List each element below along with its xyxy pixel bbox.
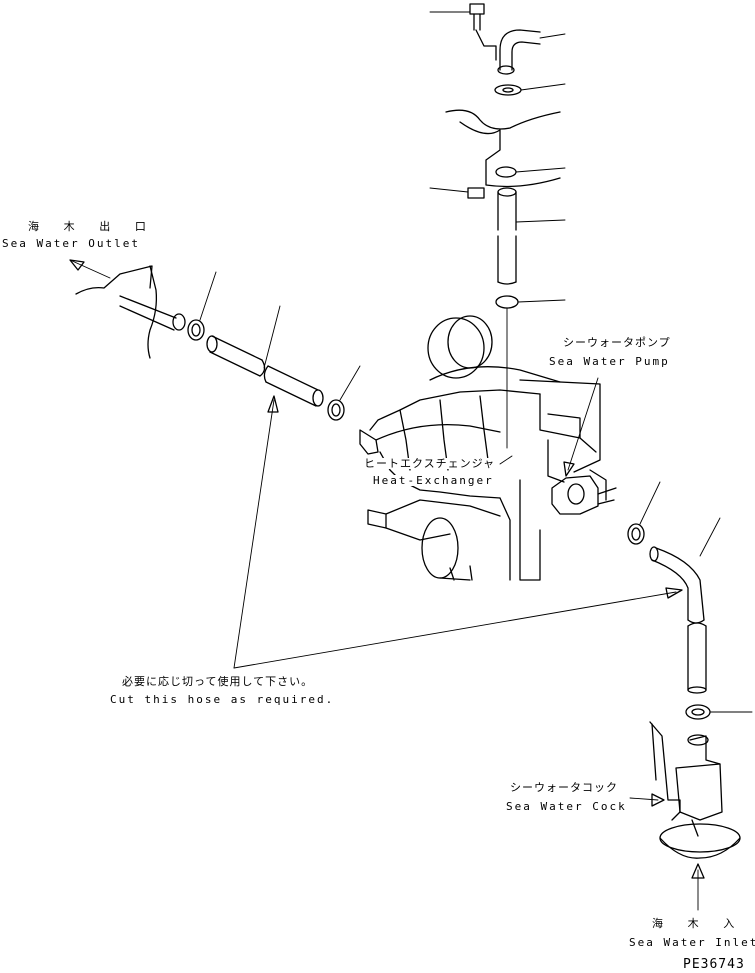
- inlet-arrow: [691, 863, 705, 911]
- mount-bracket: [459, 121, 561, 188]
- cut-hose: [206, 305, 324, 407]
- exchanger-leader: [499, 455, 513, 465]
- engine: [359, 315, 607, 581]
- small-clamp-upper: [495, 166, 566, 178]
- nut: [429, 187, 485, 199]
- outlet-clamp-2: [327, 365, 361, 421]
- pump-leader: [563, 377, 599, 477]
- cock-leader: [629, 793, 665, 807]
- sea-water-cock: [649, 721, 741, 859]
- pump-label-jp: シーウォータポンプ: [563, 336, 671, 349]
- outlet-label-en: Sea Water Outlet: [2, 237, 140, 250]
- outlet-clamp-1: [187, 271, 217, 341]
- drawing-code: PE36743: [683, 957, 745, 972]
- top-bolt: [429, 3, 485, 31]
- exchanger-label-en: Heat-Exchanger: [373, 474, 494, 487]
- top-gasket: [494, 83, 566, 96]
- inlet-label-en: Sea Water Inlet: [629, 936, 755, 949]
- inlet-clamp-upper: [627, 481, 661, 545]
- pump-label-en: Sea Water Pump: [549, 355, 670, 368]
- inlet-clamp-lower: [685, 704, 753, 720]
- inlet-label-jp: 海 木 入 口: [652, 917, 755, 930]
- inlet-hose: [649, 517, 721, 694]
- hose-note-jp: 必要に応じ切って使用して下さい。: [122, 675, 314, 688]
- cock-label-jp: シーウォータコック: [510, 781, 618, 794]
- vertical-hose: [497, 187, 566, 285]
- outlet-pipe: [69, 259, 186, 359]
- outlet-label-jp: 海 木 出 口: [28, 220, 155, 233]
- top-elbow: [475, 29, 566, 75]
- exchanger-label-jp: ヒートエクスチェンジャ: [364, 457, 496, 470]
- mount-surface: [445, 109, 561, 130]
- cock-label-en: Sea Water Cock: [506, 800, 627, 813]
- cut-hose-leaders: [233, 395, 683, 669]
- small-clamp-lower: [495, 295, 566, 449]
- hose-note-en: Cut this hose as required.: [110, 693, 335, 706]
- sea-water-pump-body: [551, 475, 617, 515]
